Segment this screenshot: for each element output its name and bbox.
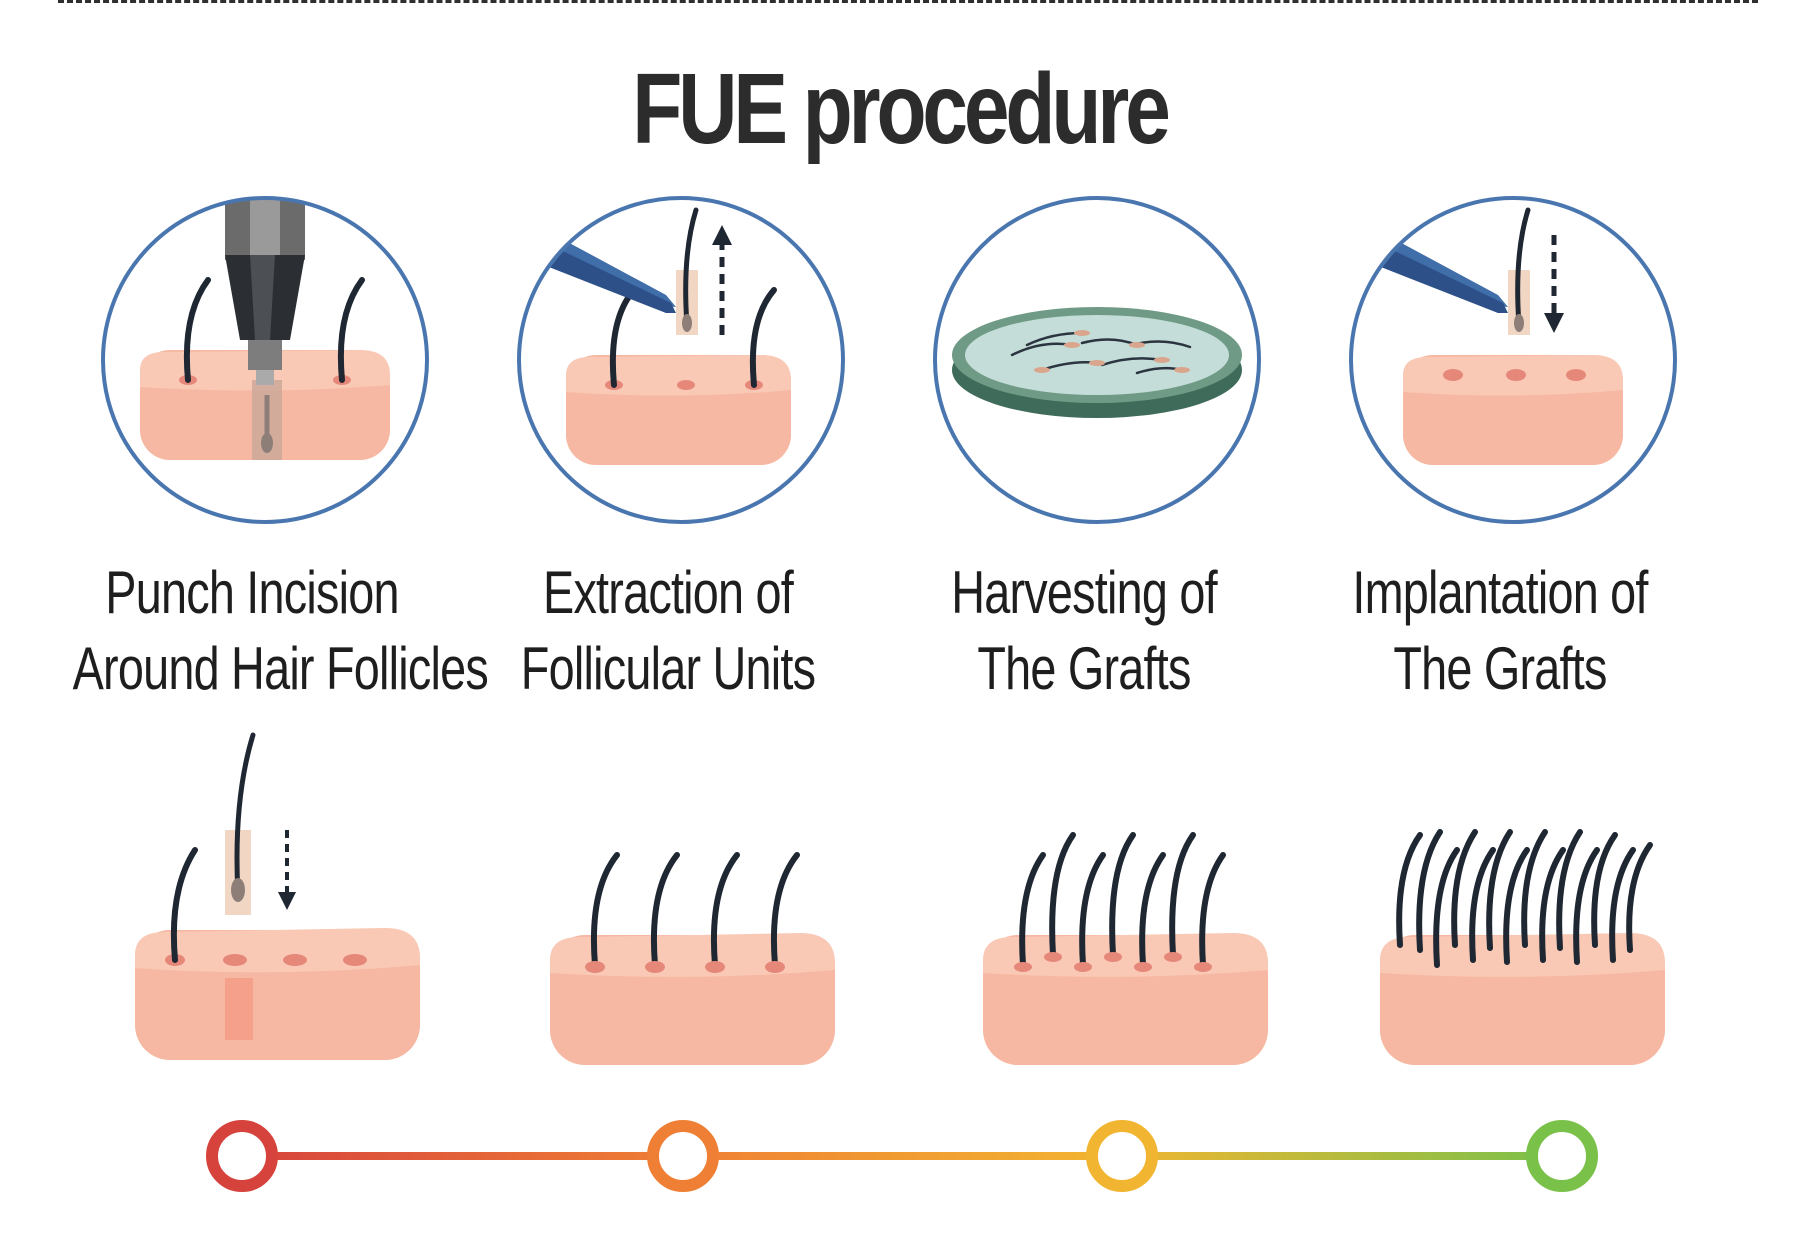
top-dashed-divider	[58, 0, 1758, 7]
skin-sample-step-2	[550, 852, 835, 1065]
skin-sample-step-1	[135, 732, 420, 1060]
step-label: Extraction of Follicular Units	[520, 559, 816, 702]
timeline-node-3	[1086, 1120, 1158, 1192]
skin-sample-step-3	[983, 832, 1268, 1065]
step-implantation: Implantation of The Grafts	[1300, 190, 1700, 750]
step-label: Implantation of The Grafts	[1352, 559, 1648, 702]
timeline-node-1	[206, 1120, 278, 1192]
skin-sample-step-4	[1380, 829, 1665, 1065]
tweezers-implant-icon	[1349, 196, 1677, 524]
timeline-node-4	[1526, 1120, 1598, 1192]
page-title: FUE procedure	[632, 53, 1171, 165]
step-label: Harvesting of The Grafts	[951, 559, 1217, 702]
step-label: Punch Incision Around Hair Follicles	[72, 559, 489, 702]
step-extraction: Extraction of Follicular Units	[468, 190, 868, 750]
step-harvesting: Harvesting of The Grafts	[884, 190, 1284, 750]
tweezers-extraction-icon	[517, 196, 845, 524]
petri-dish-icon	[933, 196, 1261, 524]
timeline-node-2	[647, 1120, 719, 1192]
step-punch-incision: Punch Incision Around Hair Follicles	[52, 190, 489, 750]
progress-timeline	[206, 1120, 1598, 1192]
punch-tool-icon	[101, 196, 429, 524]
